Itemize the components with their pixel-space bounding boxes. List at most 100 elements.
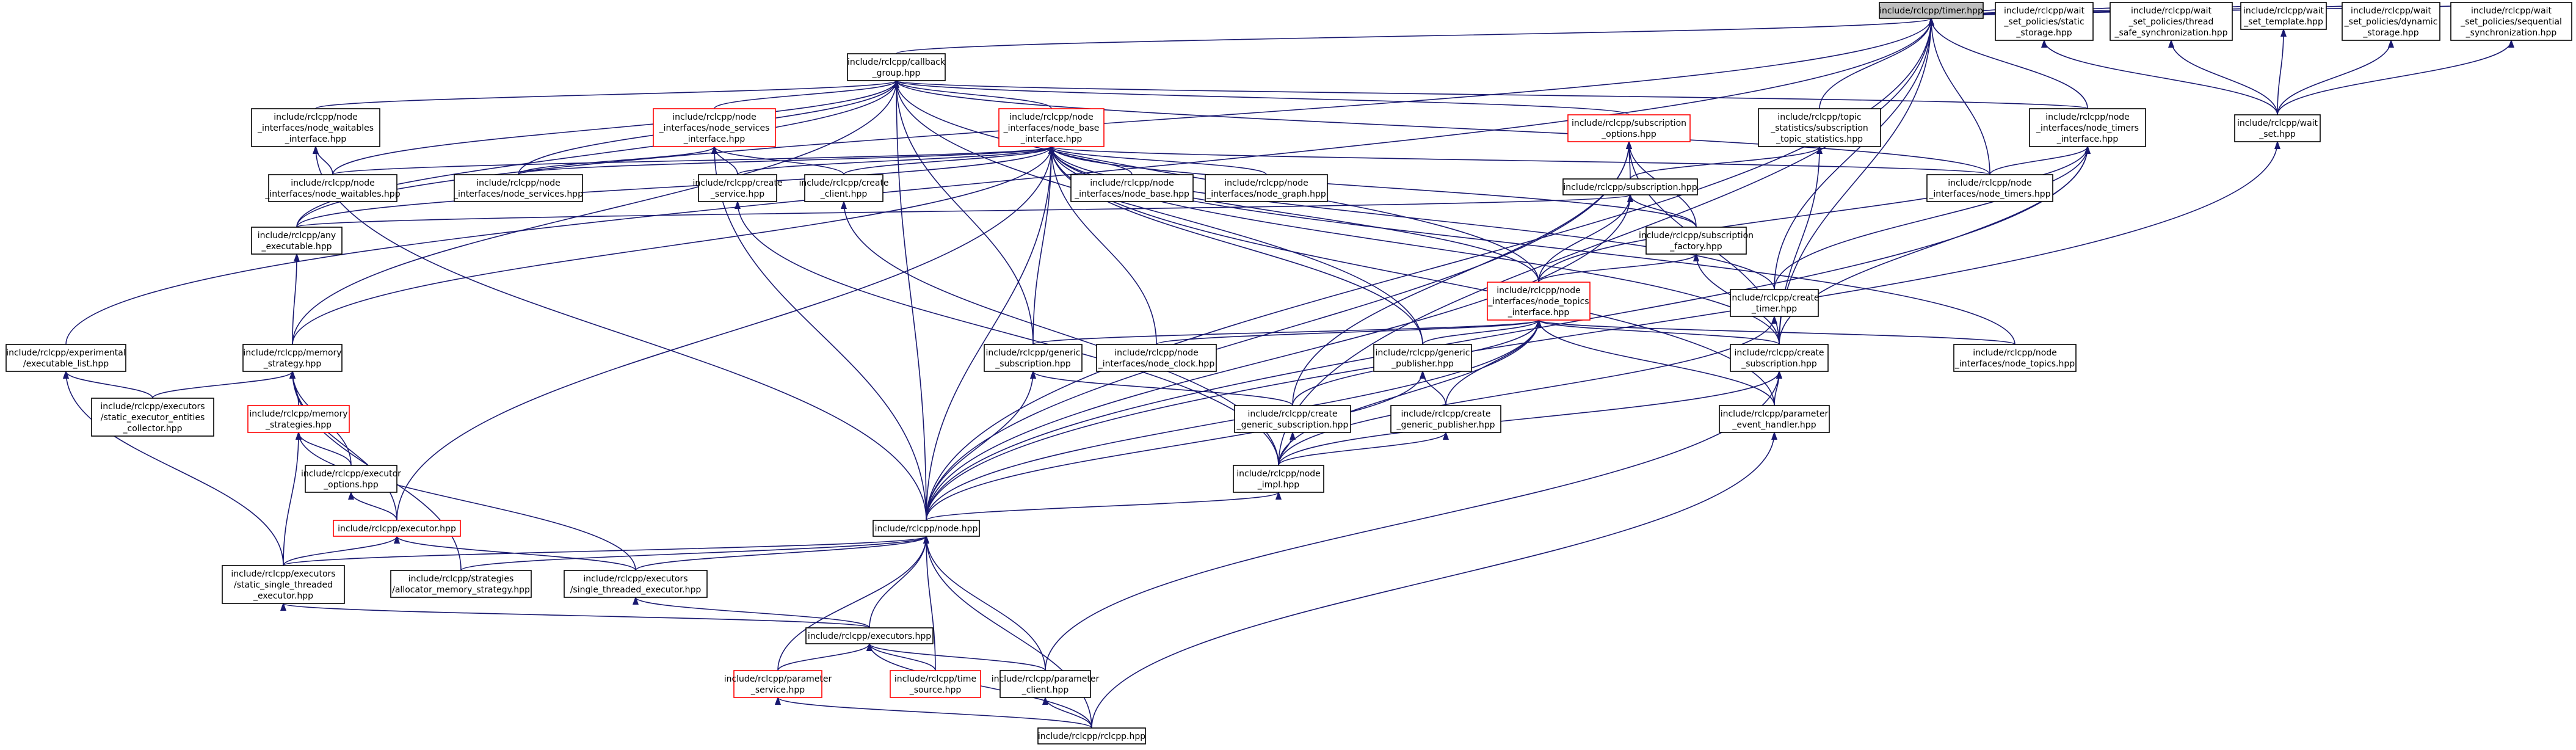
node-any_executable[interactable]: include/rclcpp/any_executable.hpp xyxy=(251,227,343,255)
node-callback_group[interactable]: include/rclcpp/callback_group.hpp xyxy=(847,53,946,81)
node-label: include/rclcpp/memory xyxy=(249,409,347,419)
node-subscription[interactable]: include/rclcpp/subscription.hpp xyxy=(1562,178,1698,195)
node-node_base[interactable]: include/rclcpp/node_interfaces/node_base… xyxy=(1070,174,1194,202)
node-subscription_options[interactable]: include/rclcpp/subscription_options.hpp xyxy=(1567,114,1691,142)
node-label: include/rclcpp/wait xyxy=(2243,6,2324,16)
node-node_timers_if[interactable]: include/rclcpp/node_interfaces/node_time… xyxy=(2029,108,2146,147)
node-node_services[interactable]: include/rclcpp/node_interfaces/node_serv… xyxy=(453,174,583,202)
edge-arrow xyxy=(841,200,1279,466)
node-label: include/rclcpp/executors.hpp xyxy=(808,632,931,641)
edge-create_generic_subscription-to-generic_subscription xyxy=(1030,370,1293,406)
node-label: _subscription.hpp xyxy=(1741,359,1817,369)
node-create_generic_subscription[interactable]: include/rclcpp/create_generic_subscripti… xyxy=(1234,405,1351,433)
node-create_client[interactable]: include/rclcpp/create_client.hpp xyxy=(799,174,889,202)
node-experimental[interactable]: include/rclcpp/experimental/executable_l… xyxy=(5,344,126,372)
edge-node_base_if-to-callback_group xyxy=(893,79,1052,109)
edge-arrow xyxy=(926,140,2280,521)
edge-arrow xyxy=(777,535,929,671)
edge-arrow xyxy=(1928,17,1990,175)
node-create_generic_publisher[interactable]: include/rclcpp/create_generic_publisher.… xyxy=(1390,405,1501,433)
edge-executors-to-node xyxy=(869,535,929,628)
node-executor_options[interactable]: include/rclcpp/executor_options.hpp xyxy=(301,465,401,493)
node-node_topics[interactable]: include/rclcpp/node_interfaces/node_topi… xyxy=(1953,344,2077,372)
node-subscription_factory[interactable]: include/rclcpp/subscription_factory.hpp xyxy=(1639,227,1754,255)
node-label: /executable_list.hpp xyxy=(23,359,109,369)
node-generic_publisher[interactable]: include/rclcpp/generic_publisher.hpp xyxy=(1373,344,1472,372)
node-box xyxy=(1562,178,1698,195)
node-label: include/rclcpp/node xyxy=(1009,112,1094,122)
edge-arrow xyxy=(893,79,1630,115)
node-wait_thread[interactable]: include/rclcpp/wait_set_policies/thread_… xyxy=(2110,2,2233,41)
node-parameter_client[interactable]: include/rclcpp/parameter_client.hpp xyxy=(992,670,1100,698)
node-memory_strategies[interactable]: include/rclcpp/memory_strategies.hpp xyxy=(247,405,350,433)
edge-arrow xyxy=(283,535,400,566)
node-box xyxy=(1645,227,1747,255)
edge-node_timers_if-to-timer xyxy=(1928,17,2088,109)
edge-arrow xyxy=(869,535,929,628)
node-wait_static[interactable]: include/rclcpp/wait_set_policies/static_… xyxy=(1995,2,2094,41)
edge-arrow xyxy=(1536,319,1780,345)
node-node_topics_if[interactable]: include/rclcpp/node_interfaces/node_topi… xyxy=(1487,282,1591,321)
edge-arrow xyxy=(289,370,299,406)
node-parameter_service[interactable]: include/rclcpp/parameter_service.hpp xyxy=(724,670,832,698)
node-create_service[interactable]: include/rclcpp/create_service.hpp xyxy=(692,174,783,202)
node-wait_set[interactable]: include/rclcpp/wait_set.hpp xyxy=(2234,114,2321,142)
edge-static_single-to-node xyxy=(283,535,929,566)
node-executor[interactable]: include/rclcpp/executor.hpp xyxy=(333,520,461,537)
node-label: _interfaces/node_services.hpp xyxy=(453,189,583,199)
node-static_single[interactable]: include/rclcpp/executors/static_single_t… xyxy=(222,565,345,604)
node-wait_sequential[interactable]: include/rclcpp/wait_set_policies/sequent… xyxy=(2450,2,2572,41)
node-box xyxy=(2029,108,2146,147)
node-node_waitables[interactable]: include/rclcpp/node_interfaces/node_wait… xyxy=(264,174,401,202)
node-box xyxy=(305,465,397,493)
node-node_waitables_if[interactable]: include/rclcpp/node_interfaces/node_wait… xyxy=(251,108,380,147)
node-label: include/rclcpp/node xyxy=(2045,112,2130,122)
node-time_source[interactable]: include/rclcpp/time_source.hpp xyxy=(890,670,981,698)
node-rclcpp[interactable]: include/rclcpp/rclcpp.hpp xyxy=(1037,727,1146,745)
node-static_entities[interactable]: include/rclcpp/executors/static_executor… xyxy=(91,398,214,437)
edge-arrow xyxy=(735,200,1279,466)
edge-arrow xyxy=(923,535,936,671)
node-box xyxy=(805,627,934,644)
edge-arrow xyxy=(1928,17,2088,109)
node-wait_template[interactable]: include/rclcpp/wait_set_template.hpp xyxy=(2240,2,2327,30)
node-box xyxy=(847,53,946,81)
edge-create_timer-to-timer xyxy=(1774,17,1934,290)
node-create_timer[interactable]: include/rclcpp/create_timer.hpp xyxy=(1729,289,1820,317)
edge-arrow xyxy=(292,253,300,345)
node-node_timers[interactable]: include/rclcpp/node_interfaces/node_time… xyxy=(1926,174,2053,202)
edge-arrow xyxy=(296,194,1633,228)
node-memory_strategy[interactable]: include/rclcpp/memory_strategy.hpp xyxy=(242,344,343,372)
node-executors[interactable]: include/rclcpp/executors.hpp xyxy=(805,627,934,644)
edge-arrow xyxy=(283,431,302,566)
node-label: include/rclcpp/parameter xyxy=(992,674,1100,684)
edge-node-to-node_topics_if xyxy=(926,319,1542,521)
node-box xyxy=(5,344,126,372)
node-node_base_if[interactable]: include/rclcpp/node_interfaces/node_base… xyxy=(998,108,1105,147)
node-wait_dynamic[interactable]: include/rclcpp/wait_set_policies/dynamic… xyxy=(2342,2,2440,41)
node-node[interactable]: include/rclcpp/node.hpp xyxy=(873,520,980,537)
node-parameter_event_handler[interactable]: include/rclcpp/parameter_event_handler.h… xyxy=(1719,405,1830,433)
node-topic_stats[interactable]: include/rclcpp/topic_statistics/subscrip… xyxy=(1758,108,1881,147)
node-box xyxy=(1487,282,1591,321)
node-box xyxy=(1096,344,1217,372)
node-timer[interactable]: include/rclcpp/timer.hpp xyxy=(1879,2,1984,19)
node-node_services_if[interactable]: include/rclcpp/node_interfaces/node_serv… xyxy=(653,108,776,147)
edge-node_topics_if-to-node_timers_if xyxy=(1538,145,2091,283)
edge-arrow xyxy=(1091,431,1777,729)
node-allocator_strategy[interactable]: include/rclcpp/strategies/allocator_memo… xyxy=(390,570,532,598)
node-create_subscription[interactable]: include/rclcpp/create_subscription.hpp xyxy=(1730,344,1829,372)
node-box xyxy=(1233,465,1324,493)
node-label: include/rclcpp/subscription xyxy=(1639,231,1754,241)
node-node_impl[interactable]: include/rclcpp/node_impl.hpp xyxy=(1233,465,1324,493)
edge-arrow xyxy=(926,140,1632,521)
edge-subscription_options-to-callback_group xyxy=(893,79,1630,115)
node-generic_subscription[interactable]: include/rclcpp/generic_subscription.hpp xyxy=(984,344,1083,372)
node-node_clock[interactable]: include/rclcpp/node_interfaces/node_cloc… xyxy=(1096,344,1217,372)
node-box xyxy=(2342,2,2440,41)
edge-node_topics-to-node_topics_if xyxy=(1536,319,2015,345)
node-single_threaded[interactable]: include/rclcpp/executors/single_threaded… xyxy=(564,570,708,598)
edge-experimental-to-timer xyxy=(65,17,1934,345)
node-node_graph[interactable]: include/rclcpp/node_interfaces/node_grap… xyxy=(1205,174,1328,202)
node-label: _statistics/subscription xyxy=(1770,123,1868,133)
